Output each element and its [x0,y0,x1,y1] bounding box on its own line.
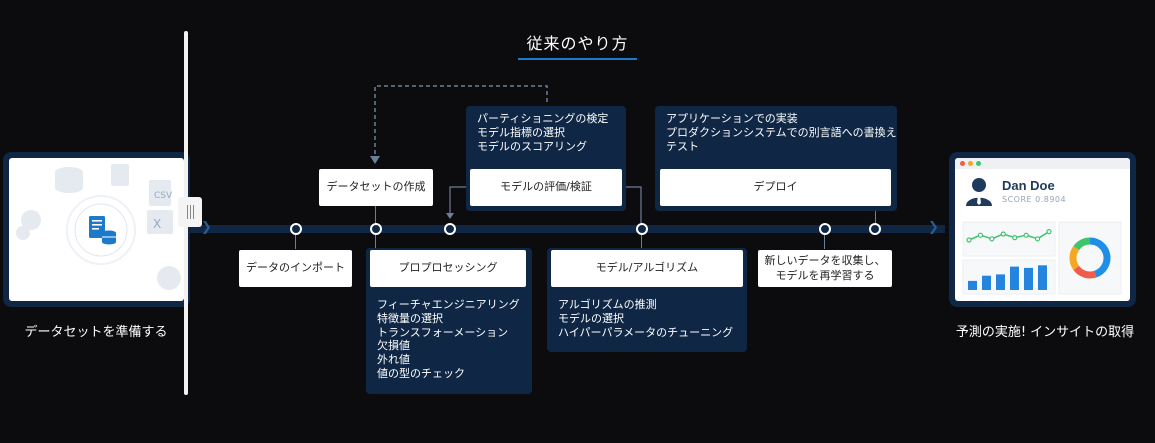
panel-item: 特徴量の選択 [377,311,443,325]
retrain-step-box[interactable]: 新しいデータを収集し、 モデルを再学習する [758,250,892,287]
connector [875,206,876,226]
line-point [977,232,984,238]
donut-slice [1069,245,1080,271]
bar [982,275,991,290]
panel-item: 欠損値 [377,339,410,353]
panel-item: モデル指標の選択 [477,125,565,139]
csv-file-icon [149,180,171,206]
line-point [1012,235,1018,241]
connector [641,229,642,249]
panel-item: アルゴリズムの推測 [558,298,657,311]
bar [968,280,977,290]
pipeline-node [290,223,302,235]
dataset-illustration: CSV X [16,164,181,290]
doc-icon [111,164,129,186]
user-name: Dan Doe [1002,178,1055,193]
donut-slice [1089,237,1111,278]
panel-item: 値の型のチェック [377,366,465,380]
line-point [1000,231,1006,237]
line-chart-panel [962,221,1056,257]
panel-item: モデルのスコアリング [477,139,587,153]
bar [1010,266,1019,290]
window-dot [976,161,981,166]
user-avatar-icon [966,178,992,206]
bar [996,274,1005,290]
window-dot [960,161,965,166]
panel-item: テスト [666,139,699,153]
panel-item: トランスフォーメーション [377,325,509,339]
preprocess-step-box[interactable]: プロプロセッシング [370,250,526,287]
brain-icon [21,210,41,230]
panel-item: 外れ値 [377,353,410,366]
xls-file-icon [147,210,173,234]
pipeline-track [185,225,945,233]
pipeline-node [819,223,831,235]
diagram-title: 従来のやり方 [0,30,1155,60]
deploy-step-box[interactable]: デプロイ [660,169,891,206]
bar [1038,265,1047,290]
user-score: SCORE 0.8904 [1002,195,1067,204]
create-step-box[interactable]: データセットの作成 [319,169,433,206]
dataset-icon [89,216,116,245]
right-caption: 予測の実施! インサイトの取得 [955,325,1135,340]
feedback-loop-arrow [370,85,548,164]
pipeline-node [869,223,881,235]
line-point [1034,236,1041,242]
pipeline-node [636,223,648,235]
panel-item: モデルの選択 [558,311,624,325]
line-point [1023,232,1029,238]
csv-label: CSV [154,191,173,201]
dataset-card: CSV X [9,158,184,301]
window-dot [968,161,973,166]
chevron-right-icon: ❯ [928,220,939,235]
line-point [1046,229,1052,235]
model-step-box[interactable]: モデル/アルゴリズム [551,250,743,287]
line-point [989,236,995,242]
connector [295,229,296,249]
evaluate-connectors [446,186,642,229]
connector [375,229,376,249]
line-point [966,237,972,243]
donut-slice [1073,237,1091,251]
dashboard-charts [962,221,1122,295]
bar [1024,267,1033,290]
donut-slice [1073,265,1097,279]
panel-item: アプリケーションでの実装 [666,112,798,125]
divider-drag-handle[interactable] [178,197,202,227]
window-titlebar [955,158,1130,169]
insight-dashboard-card: Dan Doe SCORE 0.8904 [955,158,1130,301]
panel-item: パーティショニングの検定 [477,112,609,125]
import-step-box[interactable]: データのインポート [239,250,352,287]
xls-label: X [153,217,161,231]
db-icon [55,167,83,177]
connector [824,229,825,249]
retrain-line: モデルを再学習する [775,268,875,282]
left-caption: データセットを準備する [24,325,168,340]
donut-chart-panel [1058,221,1122,295]
panel-item: ハイパーパラメータのチューニング [558,325,734,339]
pipeline-node [370,223,382,235]
panel-item: プロダクションシステムでの別言語への書換え [666,125,897,139]
title-text: 従来のやり方 [518,30,637,60]
retrain-line: 新しいデータを収集し、 [764,253,886,267]
pipeline-node [444,223,456,235]
evaluate-step-box[interactable]: モデルの評価/検証 [470,169,622,206]
panel-item: フィーチャエンジニアリング [377,298,520,311]
connector [375,206,376,226]
chevron-right-icon: ❯ [201,220,212,235]
